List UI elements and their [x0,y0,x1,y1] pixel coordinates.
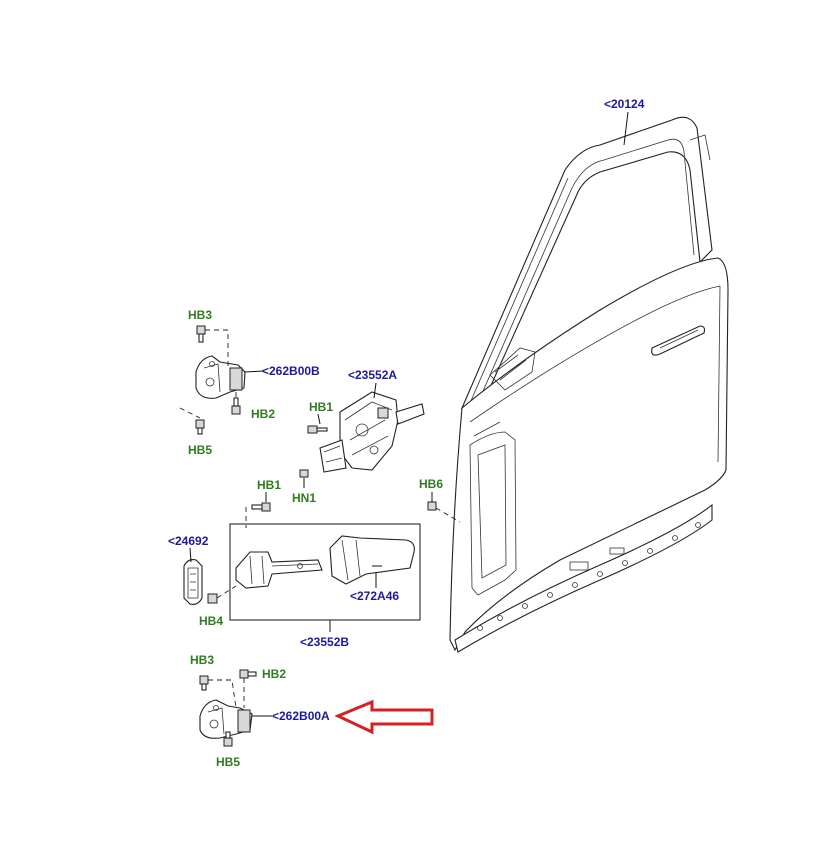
door-hb6-bolt [427,501,437,511]
door-shell-leader [623,111,629,146]
upper-hb3-guide [205,329,229,368]
label-latch: <23552A [348,368,397,382]
lower-hb5-bolt [223,731,233,747]
label-upper-hb2: HB2 [251,407,275,421]
latch-hb1-bolt [307,425,328,434]
label-latch-hb1: HB1 [309,400,333,414]
strap-hb1-bolt [251,502,271,512]
lower-hb3-bolt [199,675,209,691]
label-check-strap-housing: <272A46 [350,589,399,603]
label-lower-hb3: HB3 [190,653,214,667]
upper-hb5-bolt [195,419,205,435]
upper-hb3-bolt [196,325,206,343]
label-seal: <24692 [168,534,209,548]
lower-hinge [199,699,253,739]
door-latch [319,391,425,473]
upper-hinge [195,355,246,399]
latch-hb1-leader [317,413,321,425]
check-strap-group-frame [229,523,421,621]
label-door-hb6: HB6 [419,477,443,491]
strap-hb4-bolt [207,593,218,604]
label-latch-hn1: HN1 [292,491,316,505]
latch-leader [373,382,377,399]
label-upper-hb3: HB3 [188,308,212,322]
label-lower-hb5: HB5 [216,755,240,769]
label-check-strap-assembly: <23552B [300,635,349,649]
upper-hinge-leader [243,370,265,373]
strap-hb4-guide [216,585,237,599]
label-strap-hb1: HB1 [257,478,281,492]
lower-hb2-bolt [239,669,257,679]
seal-leader [189,547,192,563]
label-upper-hb5: HB5 [188,443,212,457]
label-lower-hinge: <262B00A [272,709,330,723]
label-upper-hinge: <262B00B [262,364,320,378]
upper-hb5-guide [179,407,201,419]
check-strap-housing [329,535,415,585]
highlight-arrow-icon [334,699,434,735]
latch-hn1-nut [299,469,309,478]
label-strap-hb4: HB4 [199,614,223,628]
front-door-shell [449,116,729,653]
label-lower-hb2: HB2 [262,667,286,681]
upper-hb2-bolt [231,397,241,415]
door-seal [183,559,203,605]
door-hb6-guide [435,507,461,523]
label-door-shell: <20124 [604,97,645,111]
check-strap-arm [235,551,323,589]
